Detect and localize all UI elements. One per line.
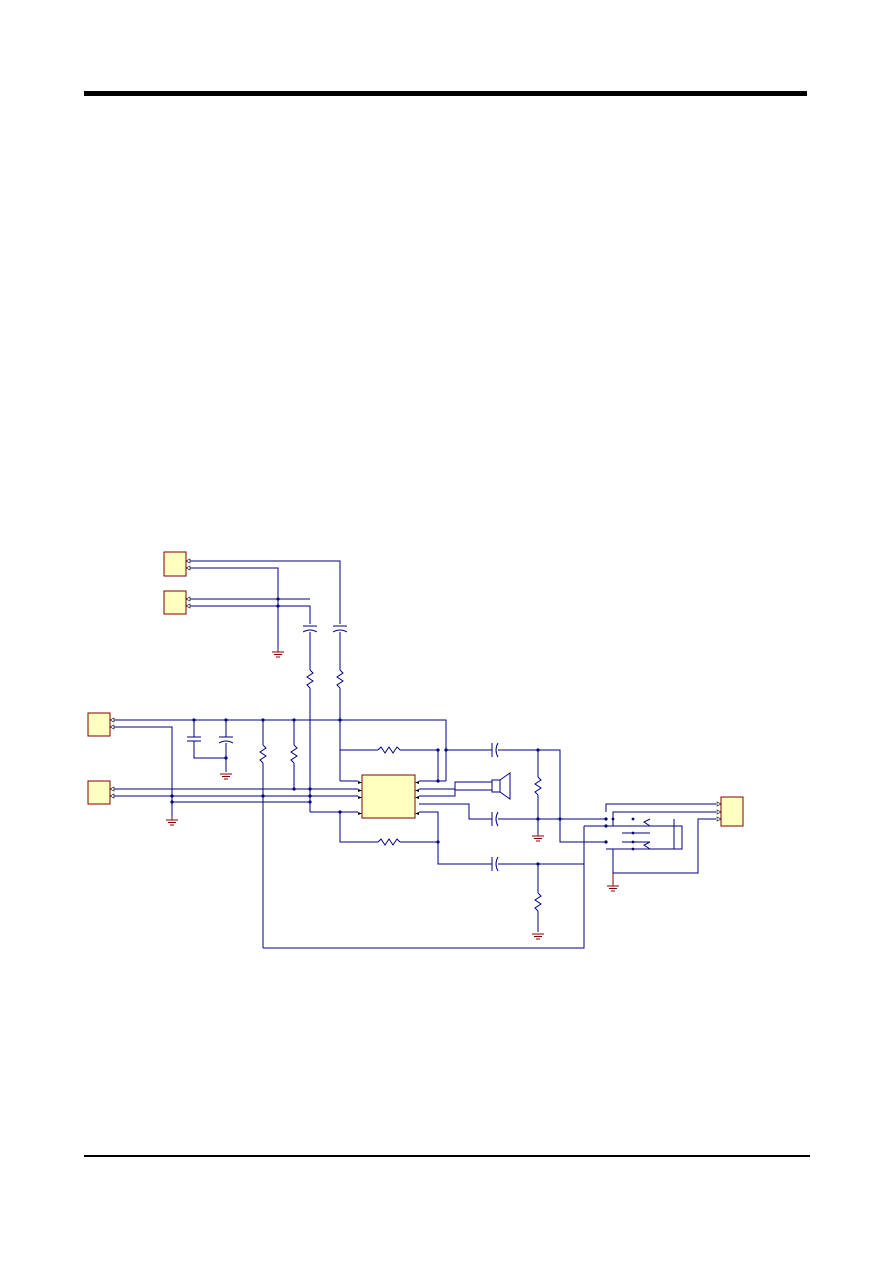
ic-output-wiring [419, 749, 492, 865]
capacitor-icon [218, 720, 234, 780]
capacitor-icon [302, 625, 318, 670]
footer-rule [84, 1155, 810, 1157]
capacitor-icon [491, 856, 584, 872]
resistor-icon [290, 720, 298, 791]
connector-j2-icon [163, 590, 191, 615]
connector-j5-icon [716, 796, 744, 827]
return-wire [263, 826, 585, 949]
resistor-icon [531, 864, 545, 940]
resistor-icon [306, 669, 314, 812]
power-rail [114, 718, 447, 826]
resistor-icon [259, 720, 267, 948]
amplifier-ic-icon [358, 774, 419, 819]
resistor-icon [531, 750, 545, 842]
capacitor-icon [491, 811, 562, 827]
capacitor-icon [187, 720, 226, 759]
connector-j1-icon [163, 551, 191, 577]
audio-jack-icon [560, 803, 716, 892]
speaker-icon [491, 772, 511, 800]
top-input-wiring [190, 560, 341, 658]
resistor-icon [339, 720, 448, 781]
capacitor-icon [332, 625, 348, 670]
connector-j4-icon [87, 780, 115, 805]
header-rule [84, 91, 807, 96]
connector-j3-icon [87, 712, 115, 737]
ic-input-wiring [308, 780, 358, 814]
